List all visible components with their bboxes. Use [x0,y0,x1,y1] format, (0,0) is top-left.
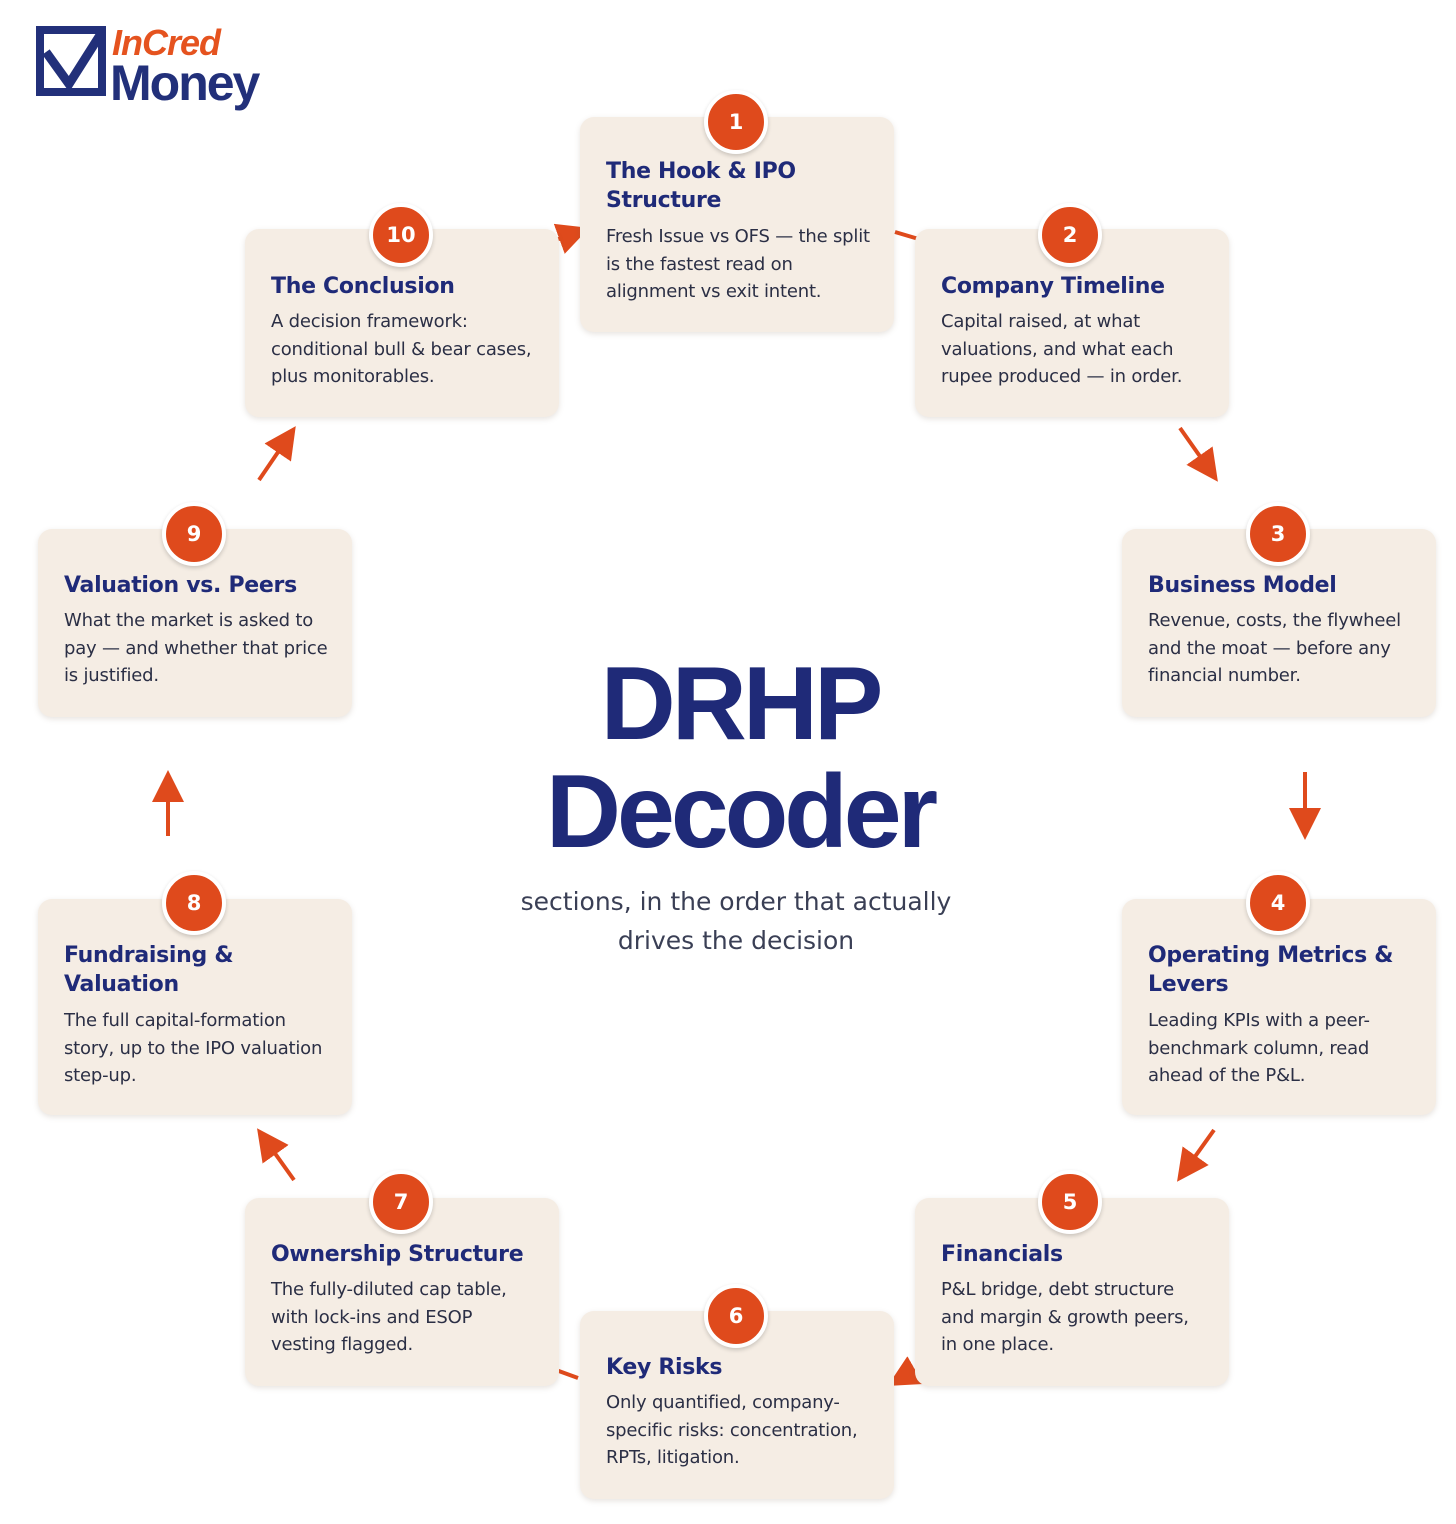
step-description: What the market is asked to pay — and wh… [64,610,328,686]
step-number-badge: 5 [1038,1170,1102,1234]
step-number-badge: 6 [704,1284,768,1348]
step-description: Revenue, costs, the flywheel and the moa… [1148,610,1401,686]
brand-name-line2: Money [110,55,260,111]
arrow-9-to-10 [257,426,296,482]
step-number-badge: 8 [162,871,226,935]
step-title: Company Timeline [941,274,1165,299]
brand-name-line1: InCred [112,22,221,63]
step-title: Business Model [1148,573,1337,598]
arrow-2-to-3 [1178,426,1218,482]
step-card-3: Business Model Revenue, costs, the flywh… [1122,529,1436,717]
step-number-badge: 1 [704,90,768,154]
arrow-7-to-8 [257,1128,296,1182]
step-title: Ownership Structure [271,1242,524,1267]
diagram-title: DRHP Decoder [440,650,1040,866]
diagram-subtitle: sections, in the order that actually dri… [520,887,952,955]
step-number-badge: 7 [369,1170,433,1234]
step-number-badge: 9 [162,502,226,566]
step-description: Fresh Issue vs OFS — the split is the fa… [606,226,870,302]
step-description: Capital raised, at what valuations, and … [941,311,1183,387]
step-card-4: Operating Metrics & Levers Leading KPIs … [1122,899,1436,1115]
diagram-title-line2: Decoder [545,754,938,870]
step-number-badge: 4 [1246,871,1310,935]
step-number-badge: 2 [1038,203,1102,267]
diagram-title-line1: DRHP [600,646,884,762]
step-title: The Hook & IPO Structure [606,159,796,213]
arrow-4-to-5 [1177,1128,1216,1182]
checkbox-logo-icon [36,26,106,96]
step-title: Fundraising & Valuation [64,943,234,997]
step-description: The fully-diluted cap table, with lock-i… [271,1279,507,1355]
step-description: Leading KPIs with a peer-benchmark colum… [1148,1010,1370,1086]
brand-logo: InCred Money [36,22,286,114]
step-description: Only quantified, company-specific risks:… [606,1392,858,1468]
arrow-6-to-7 [555,1368,579,1380]
step-number-badge: 3 [1246,502,1310,566]
step-description: The full capital-formation story, up to … [64,1010,323,1086]
arrow-5-to-6 [887,1356,924,1386]
step-title: The Conclusion [271,274,455,299]
step-card-8: Fundraising & Valuation The full capital… [38,899,352,1115]
step-description: P&L bridge, debt structure and margin & … [941,1279,1189,1355]
step-title: Financials [941,1242,1063,1267]
step-number-badge: 10 [369,203,433,267]
step-title: Key Risks [606,1355,723,1380]
step-description: A decision framework: conditional bull &… [271,311,532,387]
step-title: Operating Metrics & Levers [1148,943,1394,997]
arrow-10-to-1 [553,223,590,254]
step-title: Valuation vs. Peers [64,573,297,598]
